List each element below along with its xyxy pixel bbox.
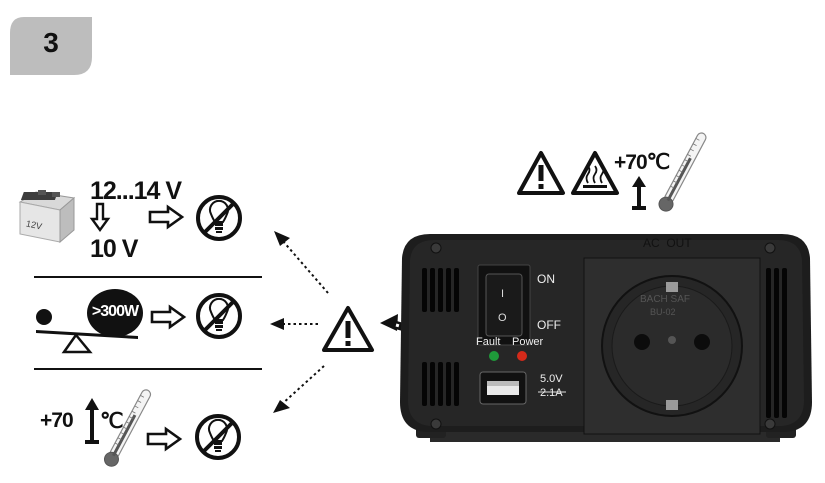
temperature-unit-label: ℃ bbox=[100, 410, 124, 433]
switch-on-label: ON bbox=[537, 272, 555, 286]
step-number: 3 bbox=[43, 27, 59, 58]
overload-power-label: >300W bbox=[91, 303, 139, 320]
fault-led-label: Fault bbox=[476, 336, 501, 348]
voltage-normal-label: 12...14 V bbox=[90, 177, 182, 205]
no-bulb-icon bbox=[196, 195, 242, 241]
no-bulb-icon bbox=[195, 414, 241, 460]
step-badge: 3 bbox=[10, 17, 92, 75]
temperature-value-label: +70 bbox=[40, 409, 74, 432]
socket-model-text: BU-02 bbox=[650, 307, 676, 317]
inverter-housing bbox=[400, 234, 812, 442]
switch-on-mark: I bbox=[501, 288, 505, 300]
warning-icon bbox=[322, 306, 374, 352]
overload-badge bbox=[87, 289, 143, 337]
divider bbox=[34, 276, 262, 278]
device-temperature-label: +70℃ bbox=[614, 151, 670, 174]
switch-off-mark: O bbox=[498, 312, 507, 324]
socket-brand-text: BACH SAF bbox=[640, 294, 691, 305]
socket-label: AC OUT bbox=[643, 236, 692, 250]
right-arrow-icon bbox=[148, 204, 185, 230]
usb-voltage-label: 5.0V bbox=[540, 373, 563, 385]
power-led-label: Power bbox=[512, 336, 544, 348]
up-arrow-icon bbox=[632, 176, 646, 210]
usb-current-label: 2.1A bbox=[540, 387, 563, 399]
no-bulb-icon bbox=[196, 293, 242, 339]
thermometer-icon bbox=[658, 132, 707, 212]
hot-surface-icon bbox=[571, 151, 619, 195]
thermometer-icon bbox=[103, 389, 152, 467]
down-arrow-icon bbox=[89, 202, 111, 233]
right-arrow-icon bbox=[150, 304, 187, 330]
warning-icon bbox=[517, 151, 565, 195]
right-arrow-icon bbox=[146, 426, 183, 452]
battery-icon bbox=[18, 190, 76, 244]
up-arrow-icon bbox=[85, 398, 99, 444]
voltage-low-label: 10 V bbox=[90, 235, 138, 263]
divider bbox=[34, 368, 262, 370]
step-badge-shape bbox=[10, 17, 92, 75]
switch-off-label: OFF bbox=[537, 318, 561, 332]
